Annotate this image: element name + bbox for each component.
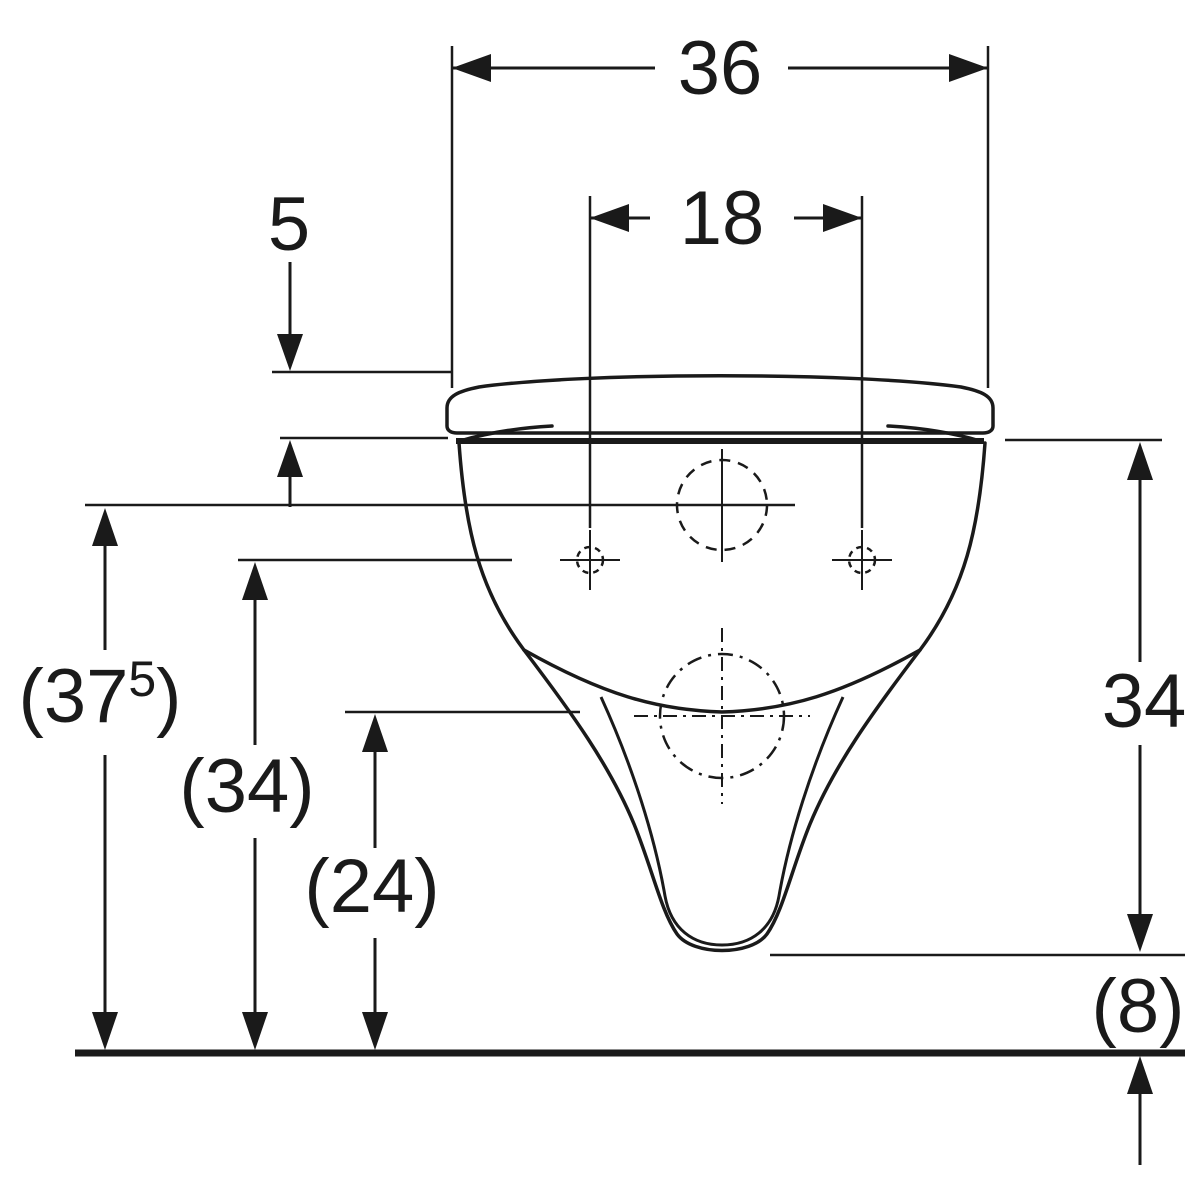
arrowhead-up-icon bbox=[362, 714, 388, 752]
arrowhead-down-icon bbox=[242, 1012, 268, 1050]
dimension-24: (24) bbox=[304, 710, 580, 1050]
dimension-5: 5 bbox=[268, 182, 452, 507]
dim-label-8: (8) bbox=[1092, 964, 1185, 1049]
arrowhead-right-icon bbox=[823, 204, 862, 232]
arrowhead-left-icon bbox=[452, 54, 491, 82]
dim-label-36: 36 bbox=[678, 26, 763, 111]
dimension-8: (8) bbox=[1092, 964, 1185, 1165]
arrowhead-down-icon bbox=[92, 1012, 118, 1050]
seat-edge-right bbox=[886, 424, 982, 443]
fixing-hole-left bbox=[560, 530, 620, 590]
arrowhead-up-icon bbox=[277, 440, 303, 477]
dim-label-24: (24) bbox=[304, 844, 439, 929]
dimension-36: 36 bbox=[450, 26, 990, 388]
dim-label-34-left: (34) bbox=[179, 744, 314, 829]
dim-label-5: 5 bbox=[268, 182, 310, 267]
dimension-18: 18 bbox=[588, 176, 864, 528]
bowl-apron-curve bbox=[522, 648, 922, 714]
arrowhead-up-icon bbox=[92, 508, 118, 546]
arrowhead-up-icon bbox=[1127, 1056, 1153, 1094]
toilet-front-view bbox=[445, 374, 995, 953]
dimension-34-left: (34) bbox=[179, 558, 512, 1050]
bowl-inner-outline bbox=[599, 696, 845, 947]
seat-edge-left bbox=[458, 424, 554, 443]
arrowhead-right-icon bbox=[949, 54, 988, 82]
dim-label-37-5: (375) bbox=[19, 651, 182, 739]
arrowhead-left-icon bbox=[590, 204, 629, 232]
arrowhead-up-icon bbox=[242, 562, 268, 600]
dim-label-18: 18 bbox=[680, 176, 765, 261]
dimension-34-right: 34 bbox=[770, 438, 1187, 957]
arrowhead-down-icon bbox=[277, 334, 303, 371]
dimension-37-5: (375) bbox=[19, 503, 795, 1050]
dim-label-34-right: 34 bbox=[1102, 659, 1187, 744]
toilet-lid-outline bbox=[445, 374, 995, 435]
arrowhead-up-icon bbox=[1127, 442, 1153, 480]
arrowhead-down-icon bbox=[362, 1012, 388, 1050]
fixing-hole-right bbox=[832, 530, 892, 590]
arrowhead-down-icon bbox=[1127, 914, 1153, 952]
